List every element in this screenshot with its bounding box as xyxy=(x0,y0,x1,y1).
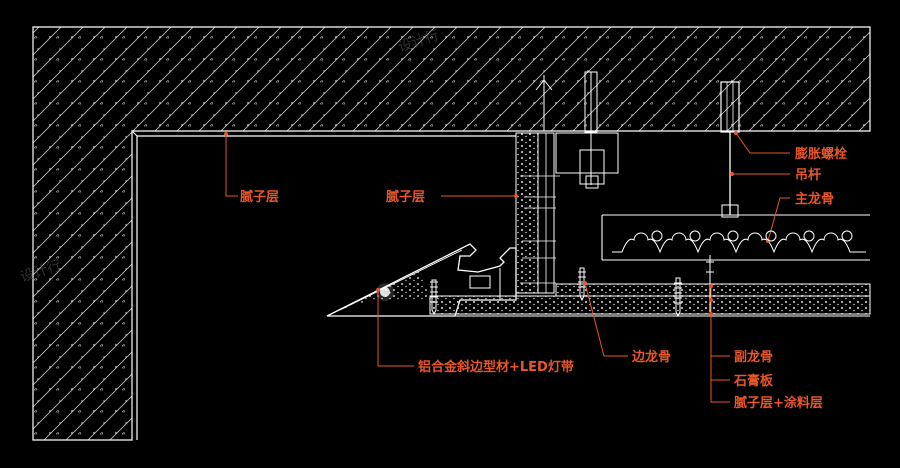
label-edge-keel: 边龙骨 xyxy=(631,349,671,365)
hanger-rod xyxy=(721,132,739,218)
label-secondary-keel: 副龙骨 xyxy=(734,349,773,365)
wall-putty-line xyxy=(131,130,516,440)
edge-gypsum-board xyxy=(515,132,560,294)
edge-anchor-bracket xyxy=(535,71,619,189)
label-main-keel: 主龙骨 xyxy=(795,191,834,207)
keel-hole xyxy=(689,230,701,242)
label-expansion-bolt: 膨胀螺栓 xyxy=(794,146,847,162)
led-strip xyxy=(376,283,394,301)
leader-lines xyxy=(224,131,790,403)
keel-hole xyxy=(841,230,853,242)
gypsum-ceiling-board xyxy=(429,283,871,317)
keel-hole xyxy=(803,230,815,242)
label-putty-mid: 腻子层 xyxy=(386,189,425,205)
label-aluminum-profile: 铝合金斜边型材+LED灯带 xyxy=(418,359,574,375)
keel-hole xyxy=(727,230,739,242)
label-putty-left: 腻子层 xyxy=(240,189,279,205)
label-putty-coating: 腻子层+涂料层 xyxy=(734,395,823,411)
main-keel xyxy=(601,214,870,261)
label-gypsum-board: 石膏板 xyxy=(733,373,774,389)
keel-hole xyxy=(651,230,663,242)
label-hanger-rod: 吊杆 xyxy=(795,167,821,183)
screws xyxy=(430,255,714,318)
keel-hole xyxy=(765,230,777,242)
